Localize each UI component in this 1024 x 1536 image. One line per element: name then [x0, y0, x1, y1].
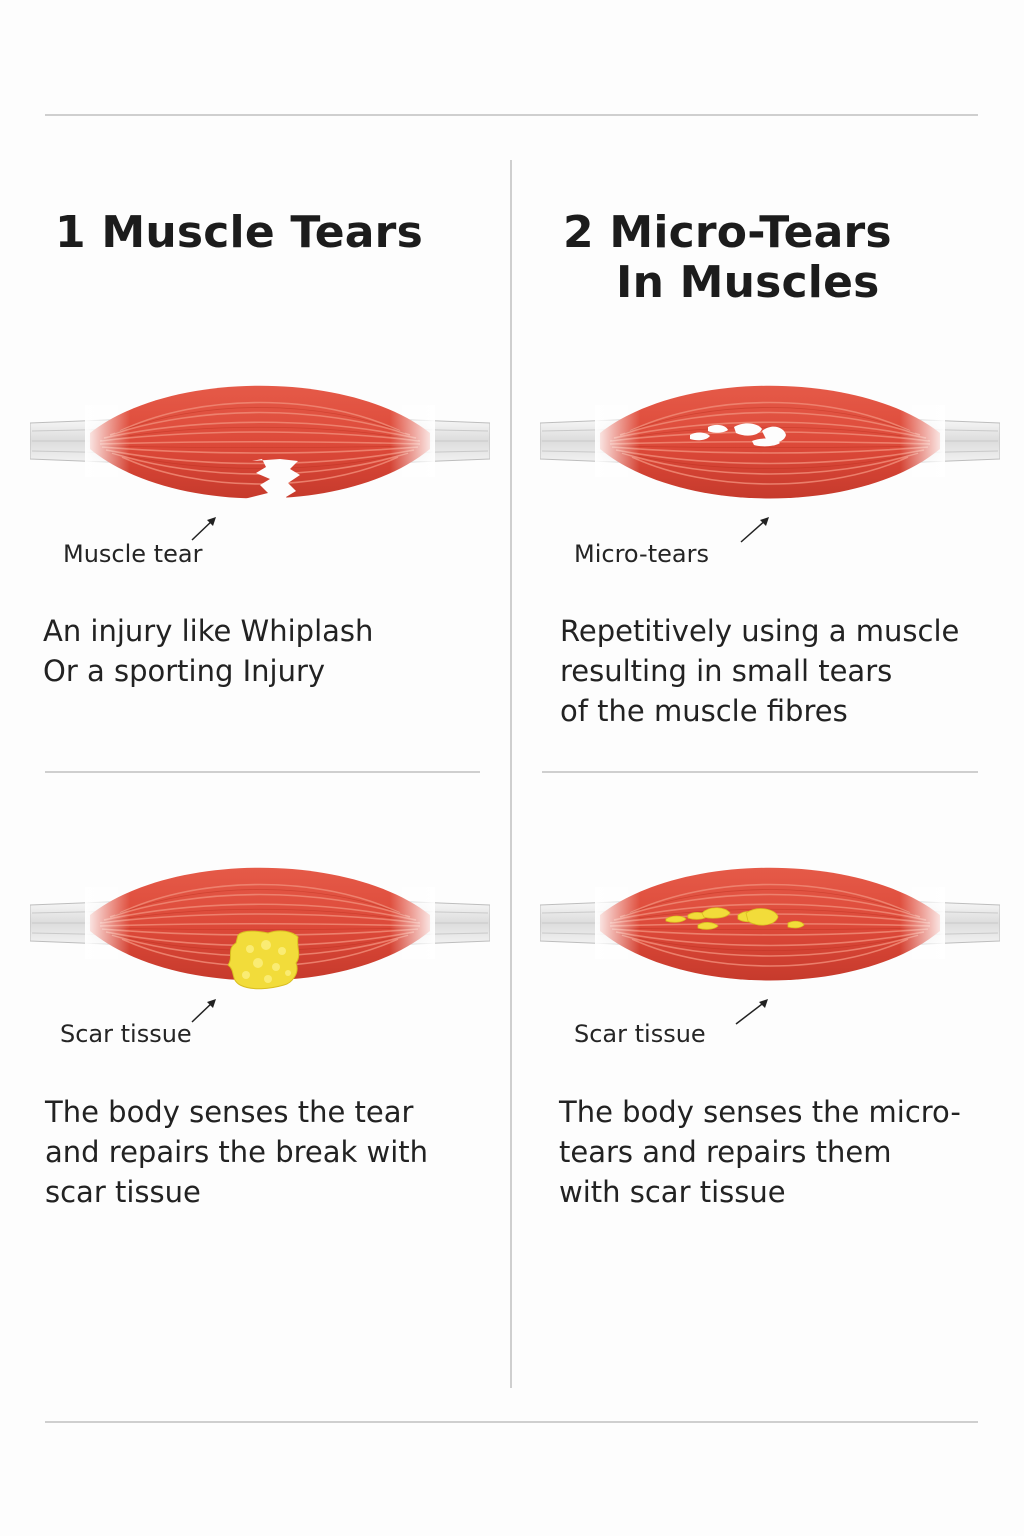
micro-tear-gaps [690, 423, 786, 447]
panel2-bottom-desc-line: with scar tissue [559, 1175, 786, 1209]
panel2-muscle-microtorn [540, 384, 1000, 500]
scar-tissue-label-1: Scar tissue [60, 1020, 192, 1048]
panel1-title-line1: Muscle Tears [101, 207, 423, 258]
left-mid-rule [45, 771, 480, 773]
panel2-top-desc-line: resulting in small tears [560, 654, 893, 688]
panel1-bottom-desc-line: scar tissue [45, 1175, 201, 1209]
scar-tissue-pointer-1 [191, 999, 216, 1023]
muscle-tear-gap [244, 459, 300, 511]
muscle-tear-label: Muscle tear [63, 540, 203, 568]
micro-tears-pointer [740, 517, 769, 543]
panel2-title: 2 Micro-Tears In Muscles [563, 208, 892, 308]
top-rule [45, 114, 978, 116]
panel1-top-desc-line: Or a sporting Injury [43, 654, 326, 688]
panel1-top-desc-line: An injury like Whiplash [43, 614, 374, 648]
scar-tissue-pointer-2 [735, 999, 768, 1025]
panel2-number: 2 [563, 207, 594, 258]
bottom-rule [45, 1421, 978, 1423]
panel2-title-line1: Micro-Tears [609, 207, 892, 258]
panel2-top-description: Repetitively using a muscle resulting in… [560, 611, 959, 731]
right-mid-rule [542, 771, 978, 773]
panel1-top-description: An injury like Whiplash Or a sporting In… [43, 611, 373, 691]
micro-tears-label: Micro-tears [574, 540, 709, 568]
panel1-bottom-desc-line: and repairs the break with [45, 1135, 429, 1169]
micro-scar-patches [665, 907, 805, 930]
panel2-top-desc-line: Repetitively using a muscle [560, 614, 960, 648]
panel1-muscle-torn [30, 384, 490, 511]
panel2-bottom-description: The body senses the micro- tears and rep… [559, 1092, 961, 1212]
panel1-number: 1 [55, 207, 86, 258]
scar-tissue-label-2: Scar tissue [574, 1020, 706, 1048]
panel2-muscle-scarred [540, 866, 1000, 982]
panel1-bottom-description: The body senses the tear and repairs the… [45, 1092, 428, 1212]
panel2-bottom-desc-line: tears and repairs them [559, 1135, 892, 1169]
panel2-bottom-desc-line: The body senses the micro- [559, 1095, 961, 1129]
scar-tissue-patch [227, 930, 300, 990]
panel2-top-desc-line: of the muscle fibres [560, 694, 848, 728]
muscle-tear-pointer [191, 517, 216, 541]
panel1-muscle-scarred [30, 866, 490, 990]
center-divider [510, 160, 512, 1388]
panel1-bottom-desc-line: The body senses the tear [45, 1095, 414, 1129]
panel1-title: 1 Muscle Tears [55, 208, 423, 258]
panel2-title-line2: In Muscles [616, 257, 880, 308]
